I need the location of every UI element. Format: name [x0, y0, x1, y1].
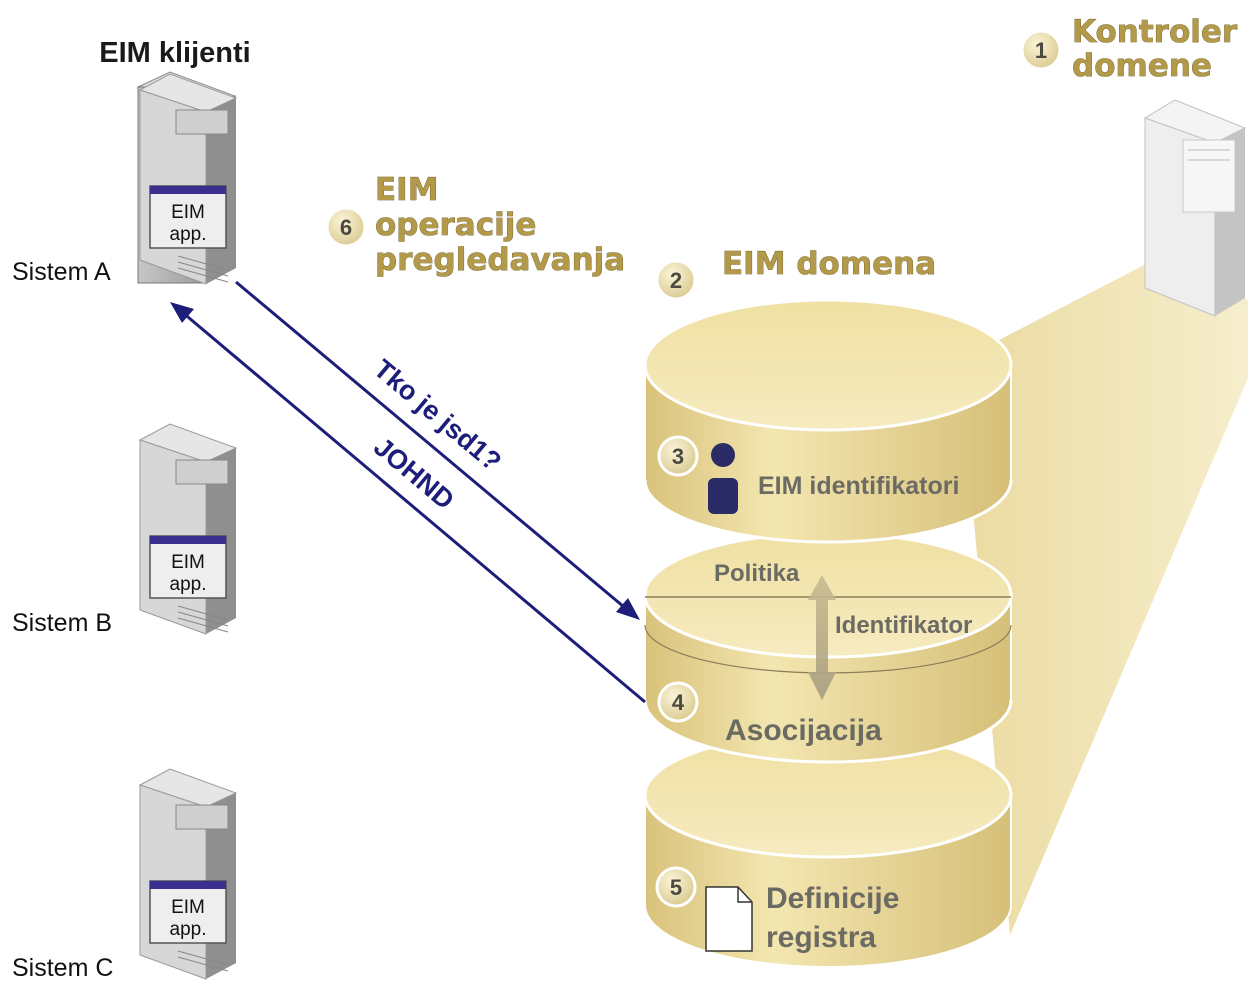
policy-label: Politika [714, 560, 800, 587]
badge-1: 1 [1020, 29, 1062, 71]
registry-label-1: Definicije [766, 882, 899, 915]
response-arrow [170, 302, 646, 704]
app-label-a-2: app. [170, 224, 207, 245]
badge-5: 5 [655, 866, 697, 908]
app-label-c-2: app. [170, 919, 207, 940]
lookup-label-1: EIM [375, 172, 439, 208]
response-label: JOHND [368, 432, 460, 516]
badge-2: 2 [655, 259, 697, 301]
request-arrow [235, 280, 640, 620]
badge-3: 3 [657, 435, 699, 477]
domain-controller-server-icon [1143, 99, 1247, 317]
svg-text:6: 6 [340, 215, 352, 240]
badge-6: 6 [325, 206, 367, 248]
identifier-label: Identifikator [835, 612, 972, 639]
user-identity-icon [708, 443, 738, 514]
association-label: Asocijacija [725, 714, 882, 747]
domain-controller-beam [960, 262, 1248, 935]
server-c [138, 768, 238, 980]
app-label-c-1: EIM [171, 897, 205, 918]
eim-identifiers-label: EIM identifikatori [758, 472, 959, 500]
registry-label-2: registra [766, 921, 876, 954]
system-b-label: Sistem B [12, 609, 112, 637]
lookup-label-2: operacije [375, 207, 536, 243]
identifiers-cylinder [643, 298, 1013, 544]
document-icon [705, 886, 753, 952]
domain-controller-label-1: Kontroler [1072, 14, 1238, 50]
system-c-label: Sistem C [12, 954, 113, 982]
app-label-b-1: EIM [171, 552, 205, 573]
app-label-a-1: EIM [171, 202, 205, 223]
domain-controller-label-2: domene [1072, 48, 1212, 84]
clients-title: EIM klijenti [99, 37, 250, 69]
eim-domain-label: EIM domena [722, 246, 936, 282]
svg-text:4: 4 [672, 690, 685, 715]
server-b [138, 423, 238, 635]
lookup-label-3: pregledavanja [375, 242, 625, 278]
system-a-label: Sistem A [12, 258, 111, 286]
double-arrow-icon [808, 575, 836, 700]
svg-text:5: 5 [670, 875, 682, 900]
svg-text:3: 3 [672, 444, 684, 469]
badge-4: 4 [657, 681, 699, 723]
server-a [138, 73, 238, 285]
app-label-b-2: app. [170, 574, 207, 595]
svg-text:1: 1 [1035, 38, 1047, 63]
svg-text:2: 2 [670, 268, 682, 293]
